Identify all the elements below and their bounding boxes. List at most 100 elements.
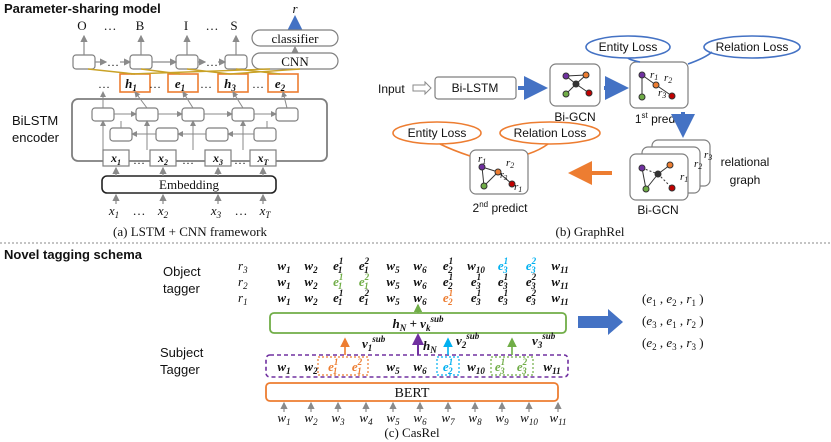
- subject-cell: w1: [277, 359, 290, 376]
- subject-cell: w2: [304, 359, 318, 376]
- triple-2: (e3 , e1 , r2 ): [642, 313, 704, 330]
- subject-tagger-2: Tagger: [160, 362, 200, 377]
- svg-text:x3: x3: [212, 151, 223, 167]
- bigcn-label-2: Bi-GCN: [637, 203, 678, 217]
- svg-text:h3: h3: [224, 76, 236, 93]
- hn-arrow-label: h: [423, 338, 430, 353]
- x-boxes: x1 x2 x3 xT … … …: [102, 149, 277, 167]
- xbox-2: x: [157, 151, 164, 165]
- panel-c: Novel tagging schema Object tagger Subje…: [4, 247, 704, 440]
- first-predict-label: 1st predict: [635, 111, 688, 126]
- svg-text:…: …: [98, 77, 110, 91]
- tag-cell: w11: [551, 290, 568, 307]
- relation-loss-ellipse-2: [499, 121, 601, 145]
- svg-text:e2: e2: [275, 76, 286, 93]
- second-predict-label: 2nd predict: [473, 200, 529, 215]
- encoder-label-2: encoder: [12, 130, 60, 145]
- tag-cell: w2: [304, 274, 318, 291]
- graph-icon-1: [562, 71, 593, 98]
- xbox-1: x: [110, 151, 117, 165]
- bert-input-w11: w11: [549, 410, 566, 427]
- tag-cell: w2: [304, 290, 318, 307]
- v3-sub: v: [532, 333, 538, 348]
- bert-input-w1: w1: [277, 410, 290, 427]
- svg-text:x2: x2: [157, 203, 169, 220]
- subject-tagger-1: Subject: [160, 345, 204, 360]
- graph-icon-3: [638, 161, 676, 193]
- relgraph-label-1: relational: [721, 155, 770, 169]
- bilstm-label: Bi-LSTM: [452, 81, 499, 95]
- tag-O: O: [77, 18, 86, 33]
- svg-text:r3: r3: [500, 170, 508, 182]
- tag-cell: w6: [413, 290, 427, 307]
- svg-text:xT: xT: [259, 203, 272, 220]
- tag-B: B: [136, 18, 145, 33]
- relation-loss-label-1: Relation Loss: [716, 40, 789, 54]
- subject-cell: w11: [543, 359, 560, 376]
- svg-text:r1: r1: [650, 69, 658, 82]
- input-arrow: [412, 80, 432, 96]
- svg-text:x3: x3: [210, 203, 222, 220]
- bert-input-w9: w9: [495, 410, 509, 427]
- bert-input-w2: w2: [304, 410, 318, 427]
- svg-text:v3sub: v3sub: [532, 331, 556, 350]
- svg-text:…: …: [149, 77, 161, 91]
- relation-loss-label-2: Relation Loss: [514, 126, 587, 140]
- svg-text:…: …: [133, 203, 146, 218]
- svg-text:r1: r1: [514, 181, 522, 194]
- svg-text:…: …: [234, 153, 246, 167]
- tag-S: S: [230, 18, 237, 33]
- tag-cell: w6: [413, 274, 427, 291]
- hidden-e1: e: [175, 76, 181, 91]
- svg-text:r1: r1: [478, 153, 486, 166]
- bilstm-box: [434, 76, 517, 100]
- hidden-h1: h: [125, 76, 132, 91]
- tag-dots-1: …: [104, 18, 117, 33]
- tag-labels: O … B I … S: [77, 18, 237, 33]
- hidden-h3: h: [224, 76, 231, 91]
- r-output: r: [292, 1, 298, 16]
- section-title-novel-tagging: Novel tagging schema: [4, 247, 143, 262]
- input-x2: x: [157, 203, 164, 218]
- bert-input-w3: w3: [331, 410, 345, 427]
- svg-text:x2: x2: [157, 151, 168, 167]
- svg-text:…: …: [182, 153, 194, 167]
- svg-text:x1: x1: [110, 151, 121, 167]
- output-arrow: [578, 309, 623, 335]
- hn-vk-label: hN + vksub: [393, 314, 444, 333]
- decoder-dots-2: …: [206, 55, 218, 69]
- embedding-label: Embedding: [159, 177, 219, 192]
- svg-text:…: …: [133, 153, 145, 167]
- bert-input-w8: w8: [468, 410, 482, 427]
- tag-I: I: [184, 18, 188, 33]
- graph-icon-4: [478, 163, 516, 190]
- tag-cell: w1: [277, 274, 290, 291]
- tag-cell: w6: [413, 258, 427, 275]
- row-label-r3: r3: [238, 258, 248, 275]
- entity-loss-label-2: Entity Loss: [408, 126, 467, 140]
- input-xT: x: [259, 203, 266, 218]
- v2-sub: v: [456, 333, 462, 348]
- bert-input-w7: w7: [441, 410, 455, 427]
- tag-cell: w2: [304, 258, 318, 275]
- svg-text:xT: xT: [257, 151, 270, 167]
- svg-text:h1: h1: [125, 76, 137, 93]
- decoder-dots-1: …: [107, 55, 119, 69]
- graphrel-input: Input: [378, 82, 405, 96]
